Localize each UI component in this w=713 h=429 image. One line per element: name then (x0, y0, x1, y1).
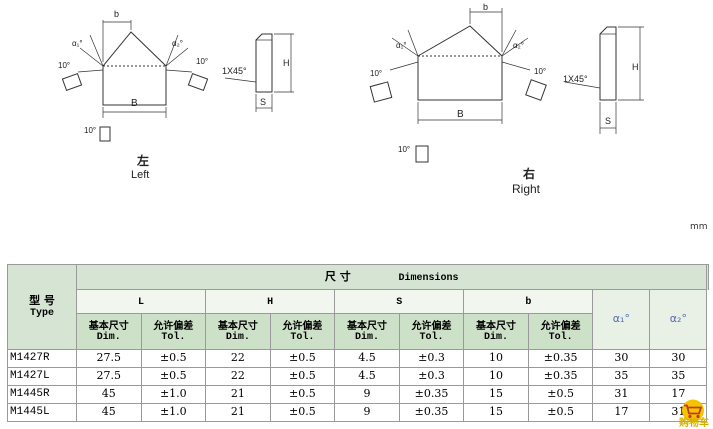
group-H: H (205, 289, 336, 314)
right-label-B: B (457, 109, 464, 120)
alpha1-header: α₁° (592, 289, 651, 350)
right-label-angle-b: 10° (534, 67, 546, 76)
left-caption-en: Left (131, 169, 149, 181)
right-label-S: S (605, 116, 611, 126)
type-header: 型 号 Type (7, 264, 77, 350)
unit-label: mm (690, 222, 708, 232)
left-insert-outline (102, 31, 167, 106)
shopping-cart-button[interactable]: 购物车 (679, 418, 709, 429)
left-caption-cn: 左 (136, 153, 149, 168)
technical-drawing: b B H S 1X45° 10° 10° 10° α₁° α₂° 左 Left… (58, 2, 644, 196)
shopping-cart-icon[interactable] (673, 392, 713, 429)
right-side-view (599, 26, 617, 101)
spec-table: 型 号 Type 尺 寸 Dimensions L H S b α₁° α₂° … (7, 264, 709, 422)
left-label-angle-a: 10° (58, 61, 70, 70)
right-caption-cn: 右 (522, 166, 535, 181)
left-label-B: B (131, 98, 138, 109)
left-label-angle-c: 10° (84, 126, 96, 135)
right-label-alpha1: α₁° (396, 41, 407, 50)
left-label-alpha2: α₂° (172, 39, 183, 48)
right-label-b: b (483, 2, 488, 12)
left-label-b: b (114, 9, 119, 19)
table-row: M1427R 27.5±0.5 22±0.5 4.5±0.3 10±0.35 3… (7, 349, 709, 368)
left-label-S: S (260, 97, 266, 107)
left-label-H: H (283, 58, 290, 68)
right-caption-en: Right (512, 182, 541, 196)
right-label-alpha2: α₂° (513, 41, 524, 50)
group-S: S (334, 289, 465, 314)
left-label-alpha1: α₁° (72, 39, 83, 48)
table-row: M1427L 27.5±0.5 22±0.5 4.5±0.3 10±0.35 3… (7, 367, 709, 386)
left-side-view (255, 33, 273, 93)
right-label-chamfer: 1X45° (563, 74, 588, 84)
group-b: b (463, 289, 594, 314)
right-label-angle-c: 10° (398, 145, 410, 154)
right-label-H: H (632, 62, 639, 72)
left-label-angle-b: 10° (196, 57, 208, 66)
alpha2-header: α₂° (649, 289, 708, 350)
left-label-chamfer: 1X45° (222, 66, 247, 76)
dimensions-header: 尺 寸 Dimensions (75, 264, 708, 290)
group-L: L (75, 289, 207, 314)
right-label-angle-a: 10° (370, 69, 382, 78)
right-insert-outline (417, 25, 503, 101)
